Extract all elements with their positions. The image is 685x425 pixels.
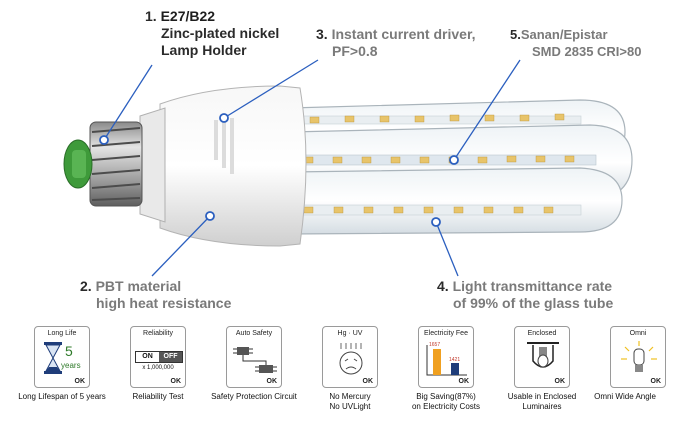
caption-line: Reliability Test — [132, 392, 184, 401]
caption-line: No Mercury — [329, 392, 371, 401]
caption-line: Usable in Enclosed — [507, 392, 577, 401]
caption-line: Long Lifespan of 5 years — [18, 392, 106, 401]
caption-line: Luminaires — [522, 402, 562, 411]
callout-line: Instant current driver, — [331, 26, 476, 42]
caption-line: Big Saving(87%) — [416, 392, 476, 401]
callout-line: Sanan/Epistar — [520, 27, 608, 42]
caption-line: Omni Wide Angle — [594, 392, 656, 401]
hourglass-icon — [44, 342, 62, 374]
enclosed-lamp-icon — [527, 342, 559, 368]
feature-electricity-fee: Electricity Fee 1657 1421 OK — [418, 326, 474, 388]
callout-transmittance: 4. Light transmittance rate of 99% of th… — [437, 278, 613, 312]
feature-caption: Long Lifespan of 5 years — [2, 392, 122, 402]
callout-number: 2. — [80, 278, 92, 294]
callout-line: of 99% of the glass tube — [453, 295, 614, 311]
callout-number: 4. — [437, 278, 449, 294]
feature-caption: No Mercury No UVLight — [290, 392, 410, 412]
callout-line: Light transmittance rate — [452, 278, 613, 294]
callout-line: Zinc-plated nickel — [161, 25, 280, 41]
callout-driver: 3. Instant current driver, PF>0.8 — [316, 26, 476, 60]
feature-title: Electricity Fee — [424, 330, 468, 337]
feature-caption: Big Saving(87%) on Electricity Costs — [386, 392, 506, 412]
feature-long-life: Long Life 5 years OK — [34, 326, 90, 388]
callout-lines — [103, 59, 521, 277]
callout-number: 5. — [510, 27, 521, 42]
glass-tubes — [289, 99, 633, 235]
ok-label: OK — [554, 378, 566, 385]
feature-reliability: Reliability ON OFF x 1,000,000 OK — [130, 326, 186, 388]
ok-label: OK — [362, 378, 374, 385]
feature-caption: Omni Wide Angle — [565, 392, 685, 402]
callout-line: Lamp Holder — [161, 42, 247, 58]
switch-on-label: ON — [136, 352, 159, 362]
callout-line: PF>0.8 — [332, 43, 378, 59]
feature-enclosed: Enclosed OK — [514, 326, 570, 388]
callout-line: SMD 2835 CRI>80 — [532, 44, 642, 59]
feature-title: Reliability — [143, 330, 173, 337]
callout-number: 1. — [145, 8, 157, 24]
feature-omni: Omni OK — [610, 326, 666, 388]
caption-line: No UVLight — [329, 402, 371, 411]
switch-icon: ON OFF — [135, 351, 183, 363]
omni-bulb-icon — [621, 341, 657, 372]
cycle-count: x 1,000,000 — [142, 365, 174, 371]
feature-caption: Reliability Test — [98, 392, 218, 402]
callout-number: 3. — [316, 26, 328, 42]
lifespan-unit: years — [61, 361, 81, 370]
feature-no-mercury: Hg · UV OK — [322, 326, 378, 388]
callout-line: E27/B22 — [160, 8, 216, 24]
callout-line: PBT material — [95, 278, 182, 294]
circuit-icon — [233, 347, 277, 373]
feature-title: Long Life — [47, 330, 77, 337]
feature-title: Hg · UV — [337, 330, 363, 337]
ok-label: OK — [266, 378, 278, 385]
feature-title: Enclosed — [527, 330, 557, 337]
caption-line: on Electricity Costs — [411, 402, 481, 411]
callout-lamp-holder: 1. E27/B22 Zinc-plated nickel Lamp Holde… — [145, 8, 279, 59]
ok-label: OK — [74, 378, 86, 385]
lifespan-value: 5 — [65, 343, 73, 359]
ok-label: OK — [458, 378, 470, 385]
switch-off-label: OFF — [159, 352, 182, 362]
ok-label: OK — [170, 378, 182, 385]
screw-base — [63, 121, 143, 207]
callout-led-chip: 5.Sanan/Epistar SMD 2835 CRI>80 — [510, 26, 641, 60]
feature-caption: Usable in Enclosed Luminaires — [482, 392, 602, 412]
fee-before: 1657 — [429, 342, 441, 348]
feature-caption: Safety Protection Circuit — [194, 392, 314, 402]
no-mercury-icon — [339, 343, 363, 375]
feature-auto-safety: Auto Safety OK — [226, 326, 282, 388]
feature-title: Auto Safety — [235, 330, 273, 337]
bar-chart-icon — [426, 345, 467, 376]
caption-line: Safety Protection Circuit — [211, 392, 297, 401]
feature-title: Omni — [629, 330, 647, 337]
callout-line: high heat resistance — [96, 295, 232, 311]
ok-label: OK — [650, 378, 662, 385]
callout-pbt-material: 2. PBT material high heat resistance — [80, 278, 231, 312]
fee-after: 1421 — [449, 357, 461, 363]
